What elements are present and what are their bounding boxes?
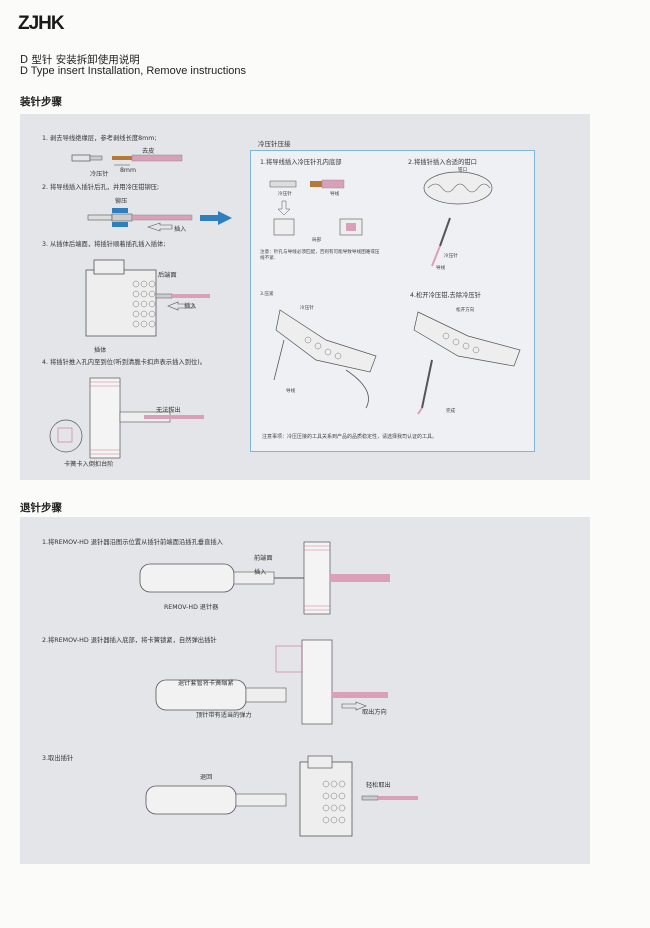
step1-length-label: 8mm	[120, 167, 136, 174]
brand-logo: ZJHK	[18, 13, 65, 34]
crimp-step1-wire-label: 导线	[330, 192, 340, 197]
remove-step2: 2.将REMOV-HD 退针器插入底部，将卡簧锁紧，自然弹出插针	[42, 637, 217, 644]
crimp-step1-illustration	[269, 179, 363, 236]
install-step1: 1. 剥去导线绝缘层，参考剥线长度8mm;	[42, 135, 157, 142]
document-title-cn: D 型针 安装拆卸使用说明	[20, 54, 140, 66]
step1-strip-label: 去皮	[142, 148, 155, 155]
remove-step2-spring-label: 顶针带有适当的弹力	[196, 712, 252, 719]
crimp-panel	[250, 150, 535, 452]
crimp-step1-pin-label: 冷压针	[278, 192, 292, 197]
crimp-step3: 3.压紧	[260, 292, 274, 297]
step3-body-label: 插体	[94, 347, 107, 354]
crimp-step4-tool-illustration	[413, 311, 521, 415]
install-step3: 3. 从插体后端面，将插针顺着插孔插入插体;	[42, 241, 166, 248]
step1-wire-illustration	[71, 154, 183, 166]
step4-nopull-label: 无法拔出	[156, 407, 181, 414]
crimp-step3-wire-label: 导线	[286, 389, 296, 394]
remove-step1: 1.将REMOV-HD 退针器沿图示位置从插针前端面沿插孔垂直插入	[42, 539, 223, 546]
crimp-step4: 4.松开冷压钳,去除冷压针	[410, 292, 481, 299]
install-step4: 4. 将插针推入孔内至到位(听到清脆卡扣声表示插入到位)。	[42, 359, 207, 366]
step1-pin-label: 冷压针	[90, 171, 109, 178]
crimp-step1: 1.将导线插入冷压针孔内底部	[260, 159, 342, 166]
crimp-step2-jaw-illustration	[423, 171, 493, 267]
remove-step3-back-label: 退回	[200, 774, 213, 781]
step4-section-illustration	[49, 377, 204, 459]
remove-step3-take-label: 轻松取出	[366, 782, 391, 789]
step2-crimp-label: 铆压	[115, 198, 128, 205]
crimp-step2: 2.将插针插入合适的钳口	[408, 159, 477, 166]
crimp-step4-dir-label: 松开方向	[456, 308, 475, 313]
crimp-step4-done-label: 完成	[446, 409, 456, 414]
install-step2: 2. 将导线插入插针后孔，并用冷压钳铆压;	[42, 184, 160, 191]
step3-housing-illustration	[85, 259, 210, 337]
crimp-title: 冷压针压接	[258, 140, 291, 148]
crimp-step2-jaw-label: 钳口	[458, 168, 468, 173]
step4-spring-label: 卡簧卡入倒扣台阶	[64, 461, 114, 468]
crimp-step1-detail-label: 局部	[312, 238, 322, 243]
document-title-en: D Type insert Installation, Remove instr…	[20, 65, 247, 77]
remove-step1-front-label: 前端面	[254, 555, 273, 562]
remove-step1-tool-label: REMOV-HD 退针器	[164, 604, 219, 611]
remove-step1-insert-label: 插入	[254, 569, 267, 576]
step3-insert-label: 插入	[184, 303, 197, 310]
crimp-footer-note: 注意事项：冷压压接的工具关系到产品的品质稳定性，请选择我司认证的工具。	[262, 434, 438, 440]
crimp-step3-pin-label: 冷压针	[300, 306, 314, 311]
step2-crimp-illustration	[87, 208, 193, 232]
remove-step3: 3.取出插针	[42, 755, 74, 762]
crimp-step1-note: 注意：针孔与导线必须匹配，否则有可能导致导线困难或压线不紧.	[260, 250, 380, 261]
crimp-step2-pin-label: 冷压针	[444, 254, 458, 259]
step2-insert-label: 插入	[174, 226, 187, 233]
remove-step1-illustration	[139, 541, 390, 615]
remove-step2-illustration	[155, 639, 388, 725]
right-arrow-icon	[200, 211, 232, 225]
crimp-step2-wire-label: 导线	[436, 266, 446, 271]
remove-step2-out-label: 取出方向	[362, 709, 387, 716]
remove-step3-illustration	[145, 755, 418, 837]
remove-heading: 退针步骤	[20, 502, 62, 514]
install-heading: 装针步骤	[20, 96, 62, 108]
remove-step2-sleeve-label: 退针套管将卡簧缩紧	[178, 680, 234, 687]
step3-rear-label: 后端面	[158, 272, 177, 279]
crimp-step3-tool-illustration	[273, 309, 377, 409]
